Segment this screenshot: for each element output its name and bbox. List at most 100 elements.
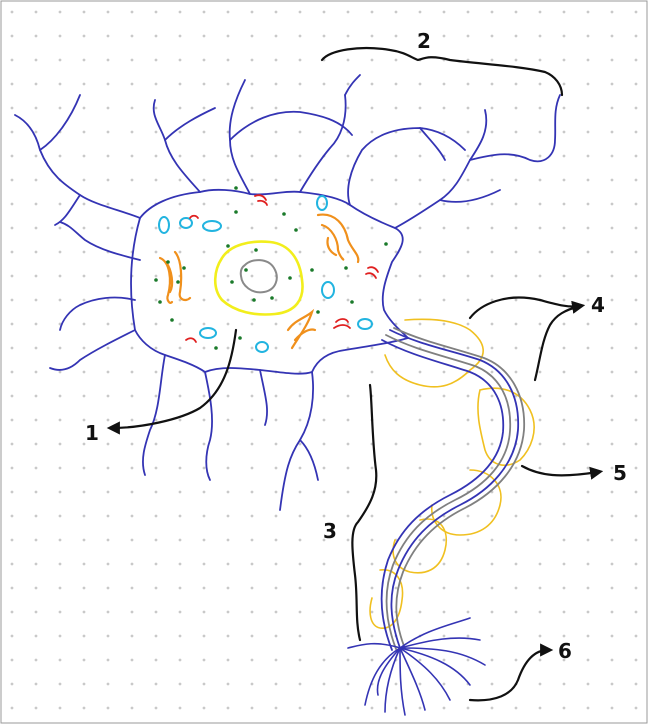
mitochondrion (158, 216, 170, 234)
arrow-6 (468, 643, 554, 702)
terminal-branch (399, 617, 471, 649)
mitochondrion (321, 281, 335, 299)
mitochondrion (179, 217, 193, 229)
label-1: 1 (85, 421, 99, 445)
arrow-4 (468, 296, 586, 320)
dendrite (49, 329, 136, 371)
er-fold (367, 266, 379, 273)
er-fold (185, 337, 197, 343)
dendrite (142, 354, 166, 476)
ribosomes (154, 186, 388, 350)
dendrite (39, 94, 81, 151)
mitochondria (158, 195, 373, 353)
arrow-4-lower (533, 304, 582, 382)
ribosome (282, 212, 286, 216)
dendrite (347, 127, 466, 206)
golgi-stack (326, 236, 338, 257)
axon-core (385, 334, 512, 650)
terminal-branch (399, 647, 406, 716)
bracket-2 (320, 46, 564, 97)
ribosome (154, 278, 158, 282)
ribosome (214, 346, 218, 350)
myelin-sheath (369, 318, 535, 629)
golgi-stack (316, 213, 360, 264)
dendrite (259, 369, 268, 426)
label-5: 5 (613, 461, 627, 485)
ribosome (234, 186, 238, 190)
dendrite (469, 94, 561, 163)
dendrite (299, 94, 347, 193)
er-fold (335, 318, 349, 323)
er-fold (365, 272, 377, 279)
terminal-branch (364, 647, 401, 706)
nucleolus (239, 259, 278, 294)
label-2: 2 (417, 29, 431, 53)
ribosome (254, 248, 258, 252)
label-4: 4 (591, 293, 605, 317)
pointers (106, 46, 604, 702)
ribosome (310, 268, 314, 272)
er-fold (254, 194, 267, 201)
golgi-stack (293, 328, 317, 342)
ribosome (182, 266, 186, 270)
er-fold (189, 214, 199, 219)
ribosome (288, 276, 292, 280)
ribosome (244, 268, 248, 272)
ribosome (344, 266, 348, 270)
axon-terminals (347, 617, 486, 716)
mitochondrion (357, 318, 373, 330)
axon-core (393, 327, 525, 647)
ribosome (170, 318, 174, 322)
axon-membrane-outer (389, 329, 519, 649)
dendrite (299, 439, 319, 481)
mitochondrion (255, 341, 269, 353)
mitochondrion (202, 220, 222, 232)
label-3: 3 (323, 519, 337, 543)
label-6: 6 (558, 639, 572, 663)
dendrite (394, 109, 488, 229)
terminal-branch (399, 647, 486, 666)
ribosome (234, 210, 238, 214)
nucleus-envelope (213, 240, 304, 316)
ribosome (270, 296, 274, 300)
dendrite (419, 127, 446, 161)
golgi-apparatus (158, 213, 360, 350)
arrow-1 (106, 328, 238, 435)
terminal-branch (399, 647, 451, 701)
ribosome (316, 310, 320, 314)
ribosome (350, 300, 354, 304)
dendrite (54, 194, 81, 226)
axon-membrane-inner (380, 339, 505, 651)
dendrite (229, 110, 353, 141)
mitochondrion (316, 195, 328, 211)
mitochondrion (199, 327, 217, 339)
ribosome (230, 280, 234, 284)
ribosome (384, 242, 388, 246)
golgi-stack (320, 223, 345, 261)
arrow-5 (520, 464, 604, 480)
ribosome (238, 336, 242, 340)
golgi-stack (173, 250, 192, 302)
bracket-3 (351, 383, 378, 642)
ribosome (166, 260, 170, 264)
rough-er (185, 194, 379, 343)
dendrite (14, 114, 141, 219)
dendrite (164, 107, 216, 141)
dendrite (59, 221, 141, 261)
ribosome (226, 244, 230, 248)
ribosome (158, 300, 162, 304)
terminal-branch (399, 647, 471, 686)
dendrite (439, 189, 501, 203)
terminal-branch (384, 647, 401, 713)
golgi-stack (286, 308, 315, 350)
ribosome (294, 228, 298, 232)
terminal-branch (399, 637, 481, 649)
axon (369, 318, 535, 651)
ribosome (252, 298, 256, 302)
er-fold (257, 199, 268, 206)
golgi-stack (164, 260, 174, 294)
